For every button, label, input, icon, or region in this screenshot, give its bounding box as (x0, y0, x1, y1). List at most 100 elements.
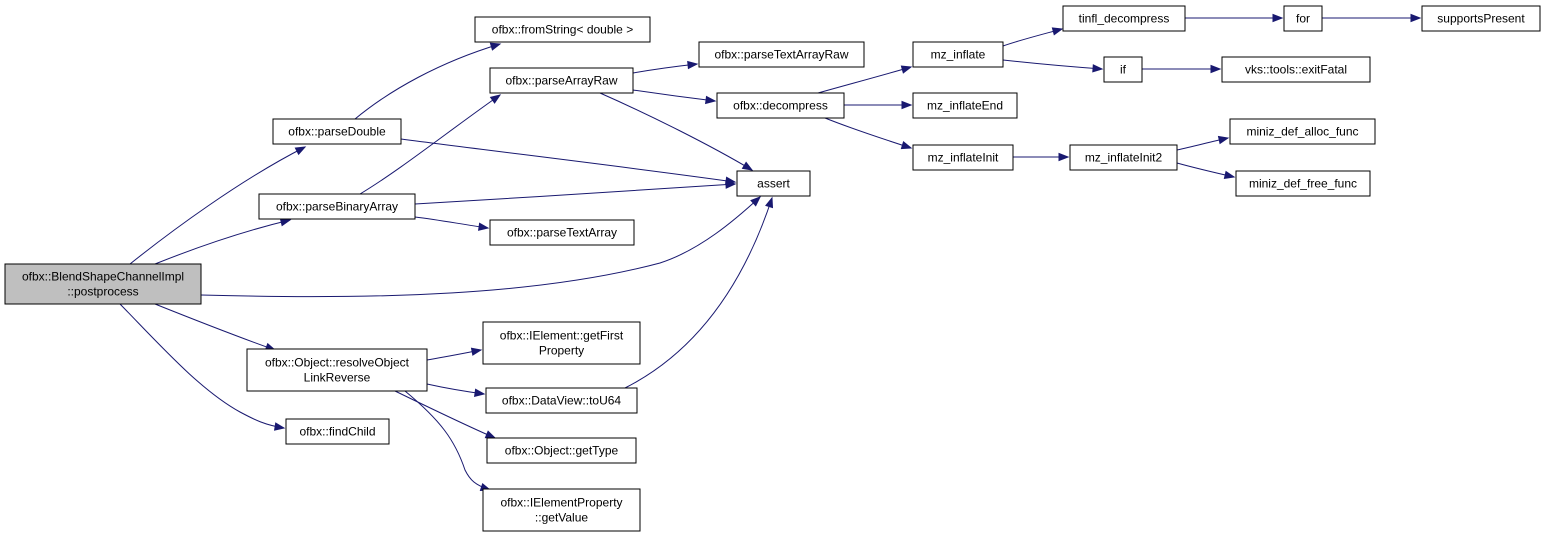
node-free_func[interactable]: miniz_def_free_func (1235, 170, 1371, 197)
node-decompress[interactable]: ofbx::decompress (716, 92, 845, 119)
edge-line (400, 138, 736, 183)
node-root[interactable]: ofbx::BlendShapeChannelImpl::postprocess (4, 263, 202, 305)
node-toU64[interactable]: ofbx::DataView::toU64 (485, 387, 638, 414)
arrowhead-icon (1223, 170, 1236, 180)
node-exitFatal[interactable]: vks::tools::exitFatal (1221, 56, 1371, 83)
edge-mz_inflateInit2-to-free_func (1176, 162, 1236, 180)
node-for[interactable]: for (1283, 5, 1323, 32)
node-label: ofbx::parseBinaryArray (276, 200, 398, 214)
node-label: ofbx::DataView::toU64 (502, 394, 622, 408)
node-parseTextArrayRaw[interactable]: ofbx::parseTextArrayRaw (698, 41, 865, 68)
node-fromString[interactable]: ofbx::fromString< double > (474, 16, 651, 43)
arrowhead-icon (725, 180, 737, 189)
node-mz_inflateEnd[interactable]: mz_inflateEnd (912, 92, 1018, 119)
node-label: mz_inflate (931, 48, 986, 62)
node-label: LinkReverse (304, 371, 371, 385)
node-if[interactable]: if (1103, 56, 1143, 83)
node-getType[interactable]: ofbx::Object::getType (486, 437, 637, 464)
edge-root-to-parseBinaryArray (154, 218, 292, 265)
node-label: ofbx::IElement::getFirst (500, 329, 624, 343)
node-label: ofbx::BlendShapeChannelImpl (22, 270, 184, 284)
edge-for-to-supportsPresent (1322, 13, 1422, 23)
edge-line (632, 63, 698, 74)
node-supportsPresent[interactable]: supportsPresent (1421, 5, 1541, 32)
edge-line (624, 197, 773, 389)
node-label: ofbx::parseTextArray (507, 226, 617, 240)
node-assert[interactable]: assert (736, 170, 811, 197)
node-box (912, 41, 1004, 68)
edge-resolveObject-to-getValue (404, 390, 492, 492)
node-mz_inflateInit[interactable]: mz_inflateInit (912, 144, 1014, 171)
node-box (1103, 56, 1143, 83)
edge-root-to-assert (200, 196, 762, 298)
arrowhead-icon (470, 347, 483, 356)
node-box (912, 92, 1018, 119)
node-mz_inflate[interactable]: mz_inflate (912, 41, 1004, 68)
node-box (1221, 56, 1371, 83)
edge-root-to-findChild (119, 303, 286, 431)
node-label: ofbx::Object::resolveObject (265, 356, 410, 370)
edge-line (817, 66, 912, 94)
node-getValue[interactable]: ofbx::IElementProperty::getValue (482, 488, 641, 532)
node-mz_inflateInit2[interactable]: mz_inflateInit2 (1069, 144, 1178, 171)
node-box (482, 488, 641, 532)
node-box (736, 170, 811, 197)
node-label: ofbx::parseTextArrayRaw (714, 48, 848, 62)
edge-tinfl_decompress-to-for (1185, 13, 1284, 23)
node-label: supportsPresent (1437, 12, 1525, 26)
edge-decompress-to-mz_inflate (817, 65, 913, 94)
node-tinfl_decompress[interactable]: tinfl_decompress (1062, 5, 1186, 32)
nodes-layer: ofbx::BlendShapeChannelImpl::postprocess… (4, 5, 1541, 532)
node-box (486, 437, 637, 464)
arrowhead-icon (279, 218, 292, 227)
arrowhead-icon (1217, 135, 1230, 145)
arrowhead-icon (705, 95, 717, 105)
node-parseDouble[interactable]: ofbx::parseDouble (272, 118, 402, 145)
edge-parseArrayRaw-to-decompress (632, 89, 717, 105)
node-box (1062, 5, 1186, 32)
node-findChild[interactable]: ofbx::findChild (285, 418, 390, 445)
edge-root-to-resolveObject (154, 303, 277, 351)
edge-line (824, 117, 912, 149)
edge-line (359, 94, 501, 195)
node-parseArrayRaw[interactable]: ofbx::parseArrayRaw (489, 67, 634, 94)
node-alloc_func[interactable]: miniz_def_alloc_func (1229, 118, 1376, 145)
node-label: vks::tools::exitFatal (1245, 63, 1347, 77)
node-label: ofbx::findChild (299, 425, 375, 439)
arrowhead-icon (1410, 13, 1422, 23)
node-label: Property (539, 344, 584, 358)
node-label: if (1120, 63, 1127, 77)
node-parseBinaryArray[interactable]: ofbx::parseBinaryArray (258, 193, 416, 220)
edge-parseBinaryArray-to-parseTextArray (414, 216, 490, 231)
edge-line (154, 303, 276, 351)
arrowhead-icon (765, 196, 774, 209)
node-label: mz_inflateEnd (927, 99, 1003, 113)
node-label: ofbx::parseArrayRaw (505, 74, 617, 88)
edge-line (119, 303, 285, 429)
node-label: ::getValue (535, 511, 588, 525)
node-box (485, 387, 638, 414)
node-label: tinfl_decompress (1079, 12, 1170, 26)
edge-parseBinaryArray-to-assert (414, 180, 737, 205)
node-label: ofbx::IElementProperty (500, 496, 622, 510)
node-box (285, 418, 390, 445)
arrowhead-icon (900, 65, 913, 74)
arrowhead-icon (484, 430, 497, 439)
arrowhead-icon (474, 388, 486, 397)
node-label: mz_inflateInit (928, 151, 999, 165)
arrowhead-icon (273, 422, 286, 431)
node-box (489, 219, 635, 246)
node-label: assert (757, 177, 790, 191)
node-box (1235, 170, 1371, 197)
edge-line (404, 390, 491, 491)
edge-decompress-to-mz_inflateInit (824, 117, 913, 150)
node-parseTextArray[interactable]: ofbx::parseTextArray (489, 219, 635, 246)
node-label: ofbx::fromString< double > (492, 23, 633, 37)
node-box (698, 41, 865, 68)
node-box (912, 144, 1014, 171)
node-box (246, 348, 428, 392)
node-box (4, 263, 202, 305)
